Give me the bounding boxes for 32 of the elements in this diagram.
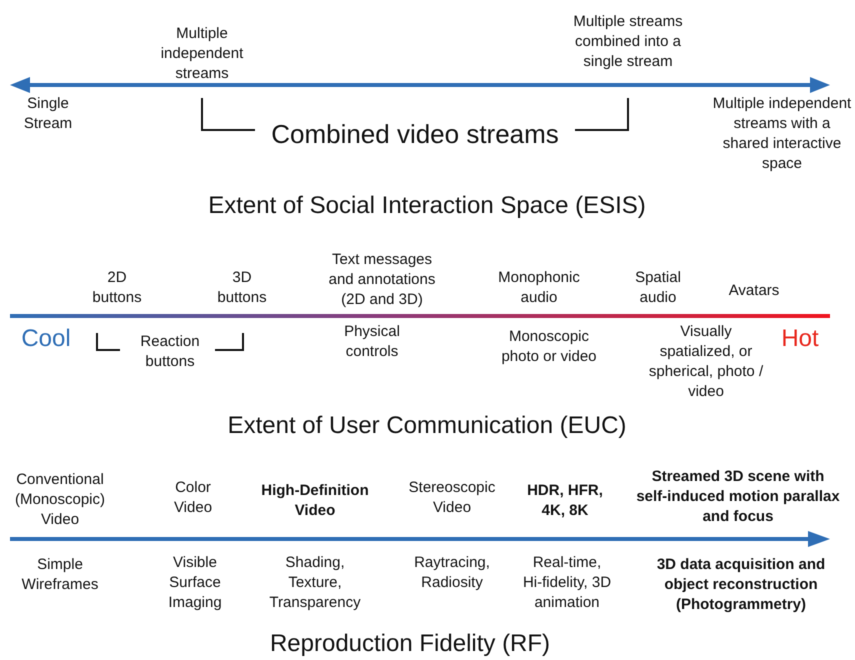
scale-label: Stereoscopic Video	[408, 478, 496, 518]
bracket-label: Reaction buttons	[139, 332, 201, 372]
bracket-label: Combined video streams	[271, 118, 559, 151]
axis-title: Reproduction Fidelity (RF)	[270, 629, 550, 659]
scale-label: Real-time, Hi-fidelity, 3D animation	[522, 553, 612, 613]
scale-label: 3D buttons	[216, 268, 268, 308]
scale-end-label: Cool	[21, 324, 71, 354]
scale-label: Raytracing, Radiosity	[413, 553, 491, 593]
scale-label: Multiple independent streams	[160, 24, 244, 84]
scale-label: 2D buttons	[91, 268, 143, 308]
scale-label: High-Definition Video	[260, 481, 370, 521]
scale-label: Streamed 3D scene with self-induced motion parallax and focus	[636, 467, 840, 527]
scale-label: 3D data acquisition and object reconstruction (Photogrammetry)	[656, 555, 826, 615]
scale-label: Monoscopic photo or video	[500, 327, 598, 367]
scale-label: Multiple streams combined into a single stream	[572, 12, 684, 72]
scale-label: Monophonic audio	[497, 268, 581, 308]
scale-label: Single Stream	[22, 94, 74, 134]
scale-label: HDR, HFR, 4K, 8K	[526, 481, 604, 521]
scale-label: Spatial audio	[634, 268, 682, 308]
scale-label: Simple Wireframes	[20, 555, 100, 595]
axis-title: Extent of User Communication (EUC)	[228, 411, 626, 441]
scale-label: Text messages and annotations (2D and 3D)	[328, 250, 436, 310]
scale-end-label: Hot	[781, 324, 819, 354]
axis-title: Extent of Social Interaction Space (ESIS)	[208, 191, 646, 221]
scale-label: Shading, Texture, Transparency	[268, 553, 362, 613]
scale-label: Color Video	[172, 478, 214, 518]
scale-label: Avatars	[728, 281, 780, 301]
scale-label: Visually spatialized, or spherical, photo / video	[648, 322, 764, 402]
scale-label: Visible Surface Imaging	[167, 553, 223, 613]
scale-label: Conventional (Monoscopic) Video	[14, 470, 106, 530]
scale-label: Multiple independent streams with a shared interactive space	[712, 94, 852, 174]
scale-label: Physical controls	[343, 322, 401, 362]
